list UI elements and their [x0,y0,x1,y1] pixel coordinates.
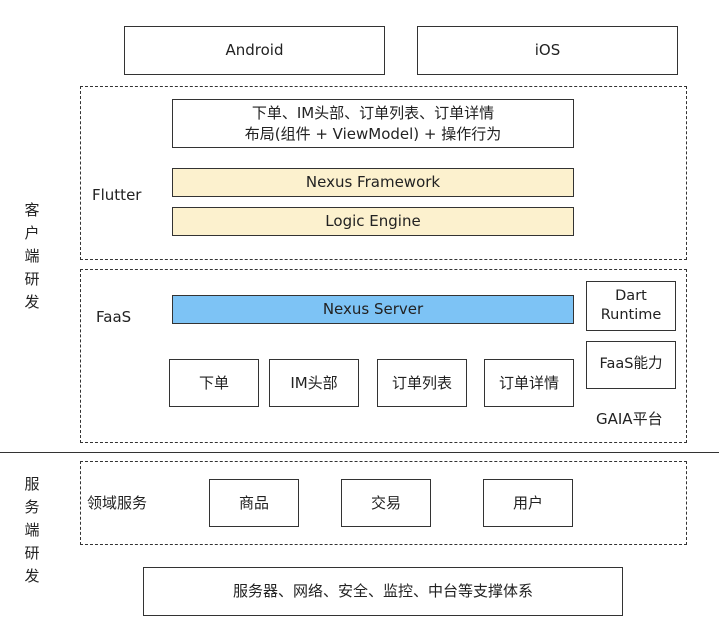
ios-box: iOS [417,26,678,75]
server-dev-char: 端 [24,521,40,539]
faas-function-order-detail: 订单详情 [484,359,574,407]
faas-function-order-list: 订单列表 [377,359,467,407]
server-dev-char: 发 [24,567,40,585]
faas-function-order: 下单 [169,359,259,407]
faas-capability-box: FaaS能力 [586,341,676,389]
client-dev-char: 研 [24,270,40,288]
faas-label: FaaS [96,308,132,326]
server-dev-label: 服 务 端 研 发 [22,473,42,588]
flutter-region [80,86,687,260]
server-dev-char: 务 [24,498,40,516]
flutter-label: Flutter [92,186,142,204]
gaia-platform-label: GAIA平台 [596,410,663,428]
android-box: Android [124,26,385,75]
business-layout-box: 下单、IM头部、订单列表、订单详情 布局(组件 + ViewModel) + 操… [172,99,574,148]
faas-region [80,269,687,443]
domain-service-label: 领域服务 [87,494,148,512]
section-divider [0,452,719,453]
client-dev-char: 客 [24,201,40,219]
infrastructure-box: 服务器、网络、安全、监控、中台等支撑体系 [143,567,623,616]
dart-runtime-box: Dart Runtime [586,281,676,331]
domain-service-region [80,461,687,545]
nexus-framework-box: Nexus Framework [172,168,574,197]
dart-runtime-line1: Dart [615,288,647,305]
dart-runtime-line2: Runtime [600,307,662,323]
service-trade: 交易 [341,479,431,527]
client-dev-label: 客 户 端 研 发 [22,199,42,314]
nexus-server-box: Nexus Server [172,295,574,324]
business-layout-line1: 下单、IM头部、订单列表、订单详情 [251,104,495,123]
client-dev-char: 端 [24,247,40,265]
client-dev-char: 户 [24,224,40,242]
business-layout-line2: 布局(组件 + ViewModel) + 操作行为 [244,124,502,143]
client-dev-char: 发 [24,293,40,311]
logic-engine-box: Logic Engine [172,207,574,236]
faas-function-im-header: IM头部 [269,359,359,407]
service-user: 用户 [483,479,573,527]
server-dev-char: 服 [24,475,40,493]
server-dev-char: 研 [24,544,40,562]
service-goods: 商品 [209,479,299,527]
